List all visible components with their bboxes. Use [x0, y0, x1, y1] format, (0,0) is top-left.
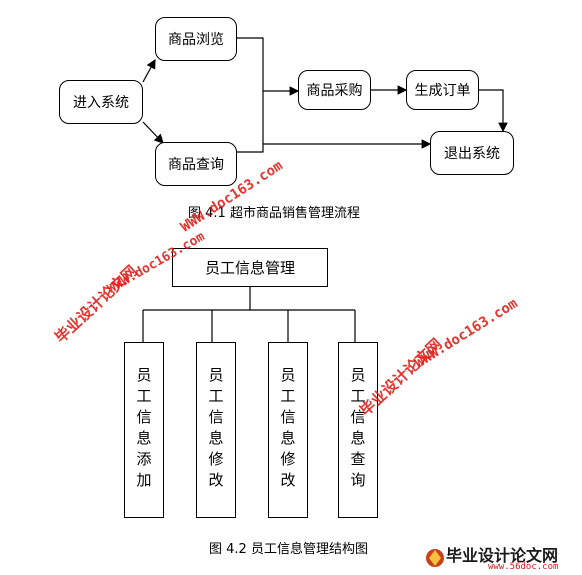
tree-root-node: 员工信息管理: [172, 248, 328, 287]
node-enter-system: 进入系统: [59, 80, 143, 124]
arrow-order-exit: [479, 89, 508, 133]
node-exit-label: 退出系统: [444, 146, 500, 162]
node-browse: 商品浏览: [155, 17, 237, 61]
tree-child-1: 员工信息添加: [124, 342, 164, 518]
node-exit: 退出系统: [430, 131, 514, 175]
tree-child-1-label: 员工信息添加: [134, 367, 153, 493]
tree-child-3: 员工信息修改: [268, 342, 308, 518]
diagram2-caption: 图 4.2 员工信息管理结构图: [209, 542, 368, 557]
node-browse-label: 商品浏览: [168, 32, 224, 48]
line-browse-query-merge: [237, 37, 264, 153]
node-order: 生成订单: [406, 70, 479, 110]
diagram1-caption: 图 4.1 超市商品销售管理流程: [188, 206, 360, 221]
site-logo: 毕业设计论文网 www.56doc.com: [424, 540, 582, 575]
node-query-label: 商品查询: [168, 157, 224, 173]
arrow-enter-query: [142, 121, 164, 144]
tree-child-3-label: 员工信息修改: [278, 367, 297, 493]
logo-title: 毕业设计论文网: [446, 546, 559, 565]
tree-child-4-label: 员工信息查询: [348, 367, 367, 493]
node-order-label: 生成订单: [414, 83, 471, 99]
tree-root-label: 员工信息管理: [204, 259, 295, 277]
node-purchase: 商品采购: [298, 70, 371, 110]
node-enter-label: 进入系统: [73, 95, 129, 111]
tree-child-2: 员工信息修改: [196, 342, 236, 518]
node-purchase-label: 商品采购: [306, 83, 363, 99]
logo-emblem-icon: [426, 549, 444, 567]
node-query: 商品查询: [155, 142, 237, 186]
tree-child-4: 员工信息查询: [338, 342, 378, 518]
arrow-enter-browse: [142, 58, 156, 83]
tree-child-2-label: 员工信息修改: [206, 367, 225, 493]
logo-url: www.56doc.com: [488, 562, 559, 572]
